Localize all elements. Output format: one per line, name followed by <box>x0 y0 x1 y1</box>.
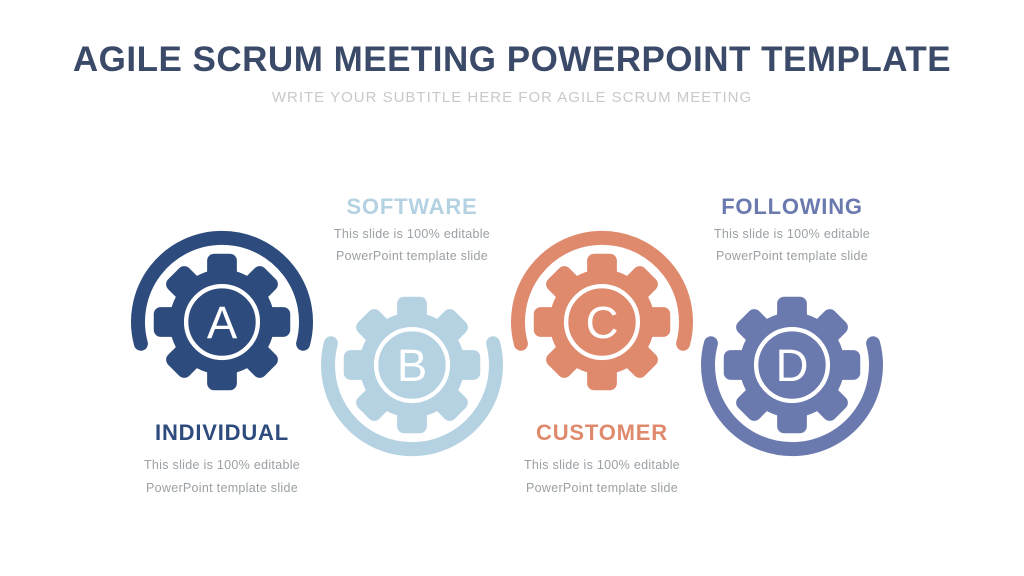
gear-letter: C <box>586 297 619 348</box>
item-description-line1: This slide is 100% editable <box>333 227 491 241</box>
item-description-line1: This slide is 100% editable <box>523 458 681 472</box>
gear-arc-icon <box>321 336 503 457</box>
item-description-line2: PowerPoint template slide <box>145 481 299 495</box>
item-description-line2: PowerPoint template slide <box>525 481 679 495</box>
item-description-line1: This slide is 100% editable <box>143 458 301 472</box>
gear-graphic-d: D <box>701 296 883 457</box>
item-label: FOLLOWING <box>721 194 863 219</box>
item-description-line2: PowerPoint template slide <box>335 249 489 263</box>
item-label: INDIVIDUAL <box>155 420 289 445</box>
gear-arc-icon <box>511 230 693 351</box>
process-item-a: A INDIVIDUAL This slide is 100% editable… <box>117 190 327 535</box>
item-label: CUSTOMER <box>536 420 668 445</box>
item-label: SOFTWARE <box>346 194 478 219</box>
gear-arc-icon <box>701 336 883 457</box>
gear-graphic-c: C <box>511 230 693 391</box>
gear-letter: B <box>397 340 427 391</box>
process-item-b: SOFTWARE This slide is 100% editable Pow… <box>307 190 517 535</box>
gear-inner-ring <box>183 283 261 361</box>
gear-graphic-b: B <box>321 296 503 457</box>
item-description-line2: PowerPoint template slide <box>715 249 869 263</box>
gear-letter: A <box>207 297 238 348</box>
process-item-c: C CUSTOMER This slide is 100% editable P… <box>497 190 707 535</box>
slide-title: AGILE SCRUM MEETING POWERPOINT TEMPLATE <box>72 40 952 79</box>
gear-inner-ring <box>563 283 641 361</box>
gear-arc-icon <box>131 230 313 351</box>
gear-inner-ring <box>373 326 451 404</box>
gear-letter: D <box>776 340 809 391</box>
gear-inner-ring <box>753 326 831 404</box>
process-item-d: FOLLOWING This slide is 100% editable Po… <box>687 190 897 535</box>
slide-subtitle: WRITE YOUR SUBTITLE HERE FOR AGILE SCRUM… <box>271 89 753 106</box>
item-description-line1: This slide is 100% editable <box>713 227 871 241</box>
gear-graphic-a: A <box>131 230 313 391</box>
